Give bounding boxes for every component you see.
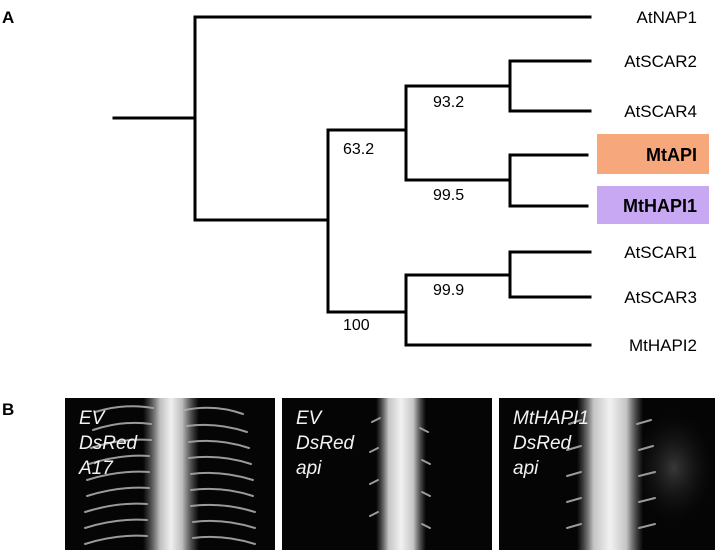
leaf-label-mthapi2: MtHAPI2 [629,336,697,355]
panel-b-label: B [2,400,15,419]
bootstrap-value: 100 [343,317,370,334]
leaf-label-atscar4: AtSCAR4 [624,102,697,121]
root-photo-ev-api: EV DsRed api [282,398,492,550]
root-photo-ev-a17: EV DsRed A17 [65,398,275,550]
mthapi1-highlight-box [597,186,709,224]
root-image [369,398,431,550]
leaf-label-atscar1: AtSCAR1 [624,243,697,262]
root-image [84,398,256,550]
photo-caption: EV DsRed api [296,406,354,481]
bootstrap-value: 63.2 [343,141,374,158]
bootstrap-value: 99.5 [433,187,464,204]
photo-caption: MtHAPI1 DsRed api [513,406,589,481]
caption-line: DsRed [513,433,572,454]
mtapi-highlight-box [597,134,709,174]
root-photo-mthapi1-api: MtHAPI1 DsRed api [499,398,715,550]
leaf-label-atnap1: AtNAP1 [637,8,697,27]
caption-line: api [296,458,322,479]
root-image [566,398,714,550]
leaf-label-atscar3: AtSCAR3 [624,288,697,307]
caption-line: MtHAPI1 [513,408,590,429]
caption-line: EV [79,408,105,429]
bootstrap-value: 99.9 [433,282,464,299]
leaf-label-mthapi1: MtHAPI1 [623,196,697,216]
caption-line: DsRed [296,433,355,454]
panel-a-label: A [2,8,15,27]
caption-line: api [513,458,539,479]
bootstrap-value: 93.2 [433,94,464,111]
photo-caption: EV DsRed A17 [79,406,137,481]
leaf-label-atscar2: AtSCAR2 [624,52,697,71]
leaf-label-mtapi: MtAPI [646,145,697,165]
caption-line: DsRed [79,433,138,454]
phylogenetic-tree: AtNAP1 AtSCAR2 AtSCAR4 MtAPI MtHAPI1 AtS… [112,8,709,355]
caption-line: EV [296,408,322,429]
caption-line: A17 [79,458,113,479]
